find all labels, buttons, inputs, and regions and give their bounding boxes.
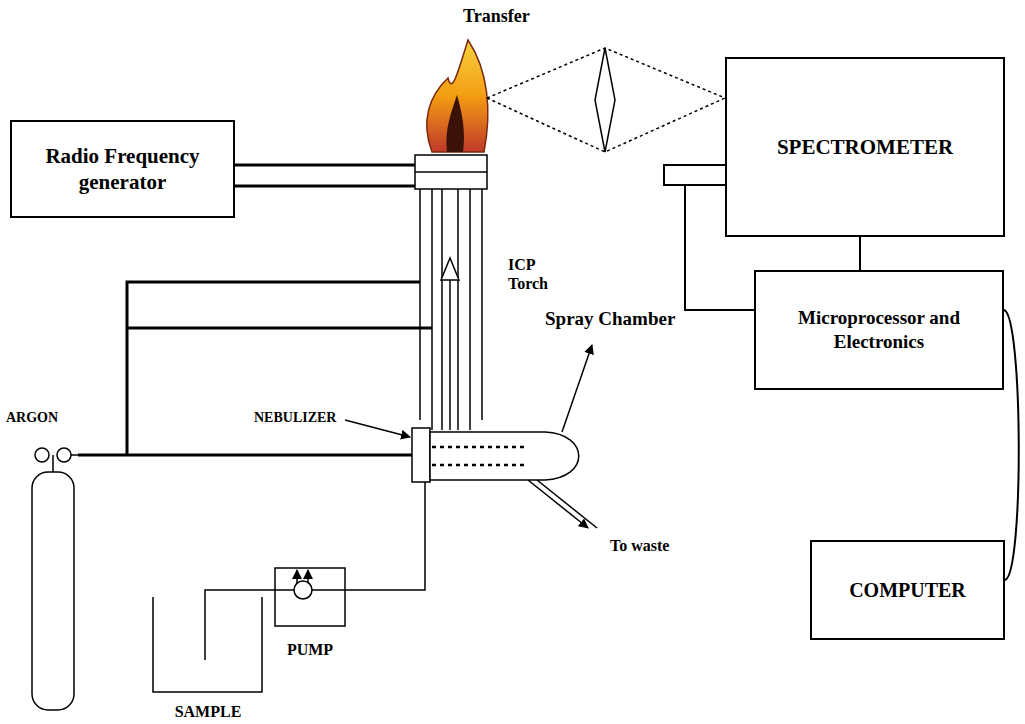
transfer-label: Transfer: [463, 6, 530, 28]
text-stack: SPECTROMETER: [767, 128, 963, 166]
node-text: Microprocessor and Electronics: [766, 306, 992, 354]
text-stack: COMPUTER: [839, 572, 976, 609]
pump: PUMP: [268, 560, 352, 660]
rf-lines: [235, 165, 415, 186]
computer-box: COMPUTER: [810, 540, 1005, 640]
spray-chamber: [345, 345, 597, 528]
node-text: SPECTROMETER: [777, 134, 953, 160]
argon-cylinder: [32, 448, 80, 710]
sample-tubing: [205, 482, 425, 660]
icp-torch: [415, 155, 487, 430]
node-text: Radio Frequency generator: [22, 143, 223, 196]
nebulizer-label: NEBULIZER: [254, 410, 336, 427]
text-stack: Microprocessor and Electronics: [756, 300, 1002, 360]
text-stack: PUMP: [248, 640, 372, 660]
rf-generator-box: Radio Frequency generator: [10, 120, 235, 218]
node-text: COMPUTER: [849, 578, 966, 603]
argon-label: ARGON: [6, 410, 58, 427]
torch-label: ICP Torch: [508, 255, 568, 293]
text-stack: Radio Frequency generator: [12, 137, 233, 202]
spray-chamber-label: Spray Chamber: [545, 308, 675, 331]
signal-connector: [859, 237, 861, 270]
argon-lines: [78, 282, 432, 455]
text-stack: SAMPLE: [125, 702, 291, 722]
detector-port: [663, 164, 725, 186]
signal-connector: [1004, 310, 1019, 580]
plasma-flame: [427, 40, 488, 152]
microprocessor-box: Microprocessor and Electronics: [754, 270, 1004, 390]
node-text: SAMPLE: [125, 702, 291, 722]
sample-beaker: SAMPLE: [145, 597, 271, 722]
optical-transfer: [487, 48, 725, 152]
waste-label: To waste: [610, 536, 670, 555]
node-text: PUMP: [248, 640, 372, 660]
spectrometer-box: SPECTROMETER: [725, 57, 1005, 237]
